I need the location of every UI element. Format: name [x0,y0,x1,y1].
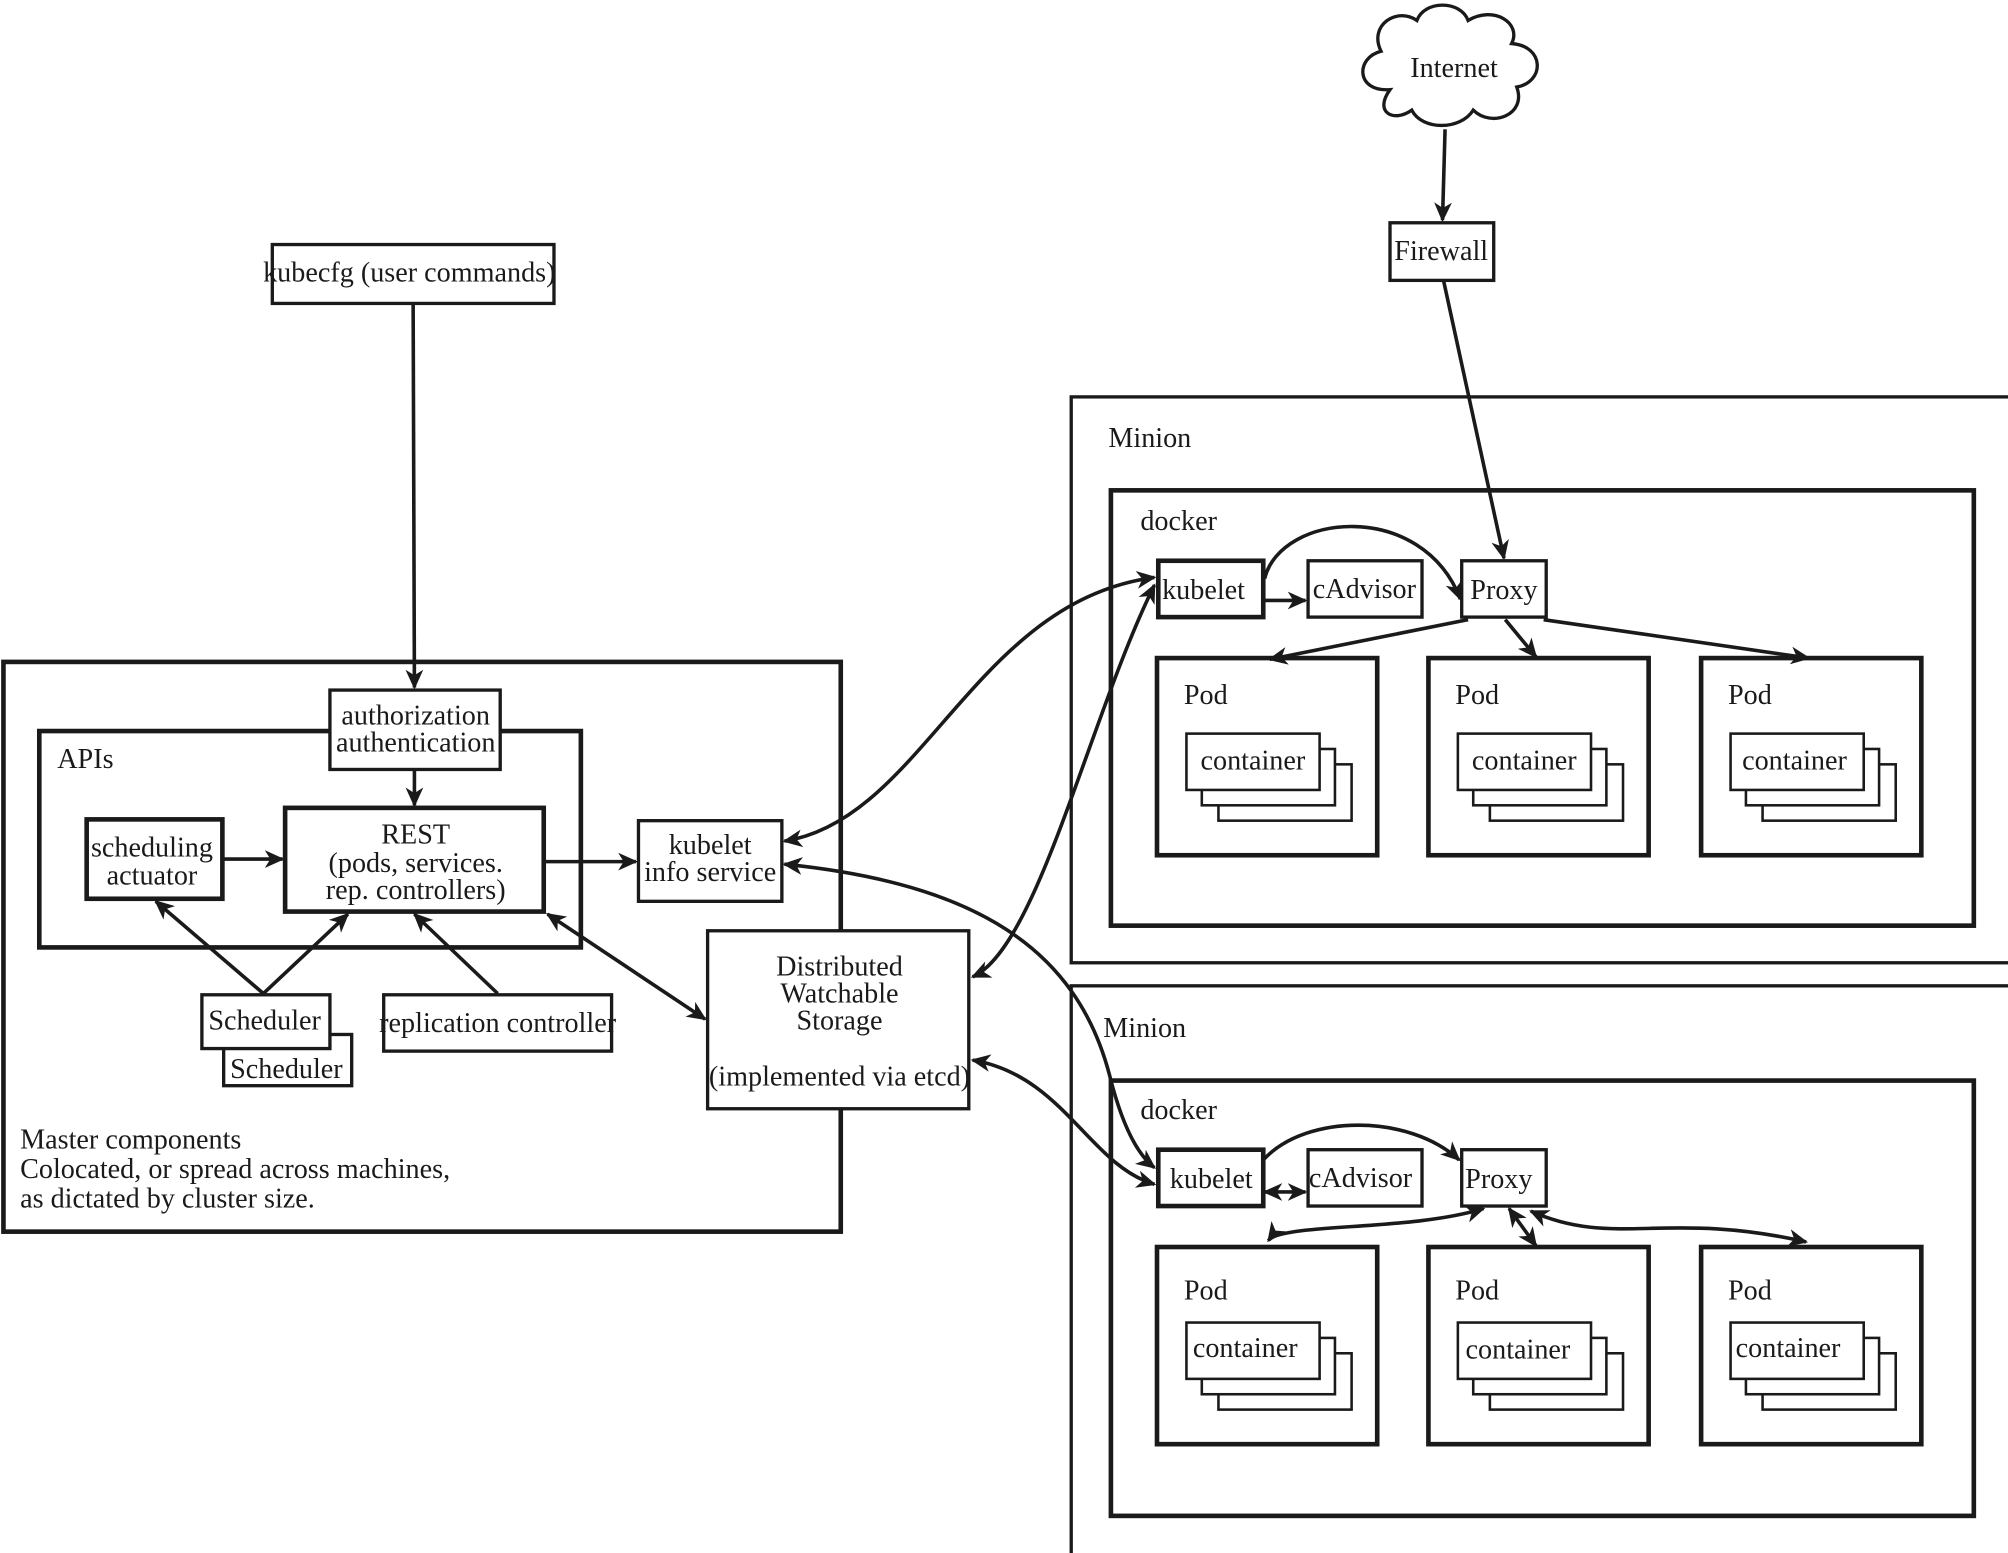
container-label: container [1736,1333,1841,1364]
master-components: APIs authorization authentication schedu… [1,659,971,1234]
minion-1-proxy: Proxy [1460,559,1548,619]
pod-label: Pod [1728,680,1772,711]
firewall-label: Firewall [1394,236,1488,267]
container-label: container [1742,745,1847,776]
kubelet-info-label-1: kubelet [669,830,752,861]
pod-label: Pod [1455,680,1499,711]
auth-label-1: authorization [341,701,490,732]
apis-label: APIs [57,744,113,775]
minion-2-pod-3: Pod container [1698,1244,1924,1447]
scheduler-front-box [200,993,332,1051]
storage-label-3: Storage [796,1005,882,1036]
distributed-storage-box: Distributed Watchable Storage (implement… [705,929,971,1111]
scheduler-front-label: Scheduler [208,1005,321,1036]
arrow-m2-kubelet-proxy [1263,1123,1461,1162]
scheduling-label-1: scheduling [91,833,213,864]
rest-box: REST (pods, services. rep. controllers) [282,805,547,914]
minion-2-label: Minion [1103,1013,1186,1044]
arrow-m2-proxy-pod1 [1266,1205,1486,1243]
auth-label-2: authentication [336,728,496,759]
minion-2: Minion docker kubelet cAdvisor Proxy Pod… [1069,984,2008,1553]
kubelet-info-service-box: kubelet info service [636,819,784,903]
minion-1-pod-1: Pod container [1154,655,1380,858]
arrow-scheduler-actuator [154,899,265,995]
minion-1-cadvisor: cAdvisor [1306,559,1424,619]
minion-2-cadvisor-label: cAdvisor [1309,1163,1413,1194]
arrow-firewall-proxy [1442,281,1509,561]
scheduling-label-2: actuator [107,861,198,892]
connectors [154,129,1811,1248]
rest-label-1: REST [381,820,450,851]
master-caption-2: Colocated, or spread across machines, [20,1154,450,1185]
arrow-replication-rest [412,912,499,995]
arrow-internet-firewall [1434,129,1452,223]
replication-controller-box: replication controller [379,993,617,1053]
minion-1-kubelet-label: kubelet [1162,575,1245,606]
minion-1-cadvisor-label: cAdvisor [1313,574,1417,605]
minion-2-pod-1: Pod container [1154,1244,1380,1447]
pod-label: Pod [1184,1276,1228,1307]
storage-label-4: (implemented via etcd) [709,1062,970,1093]
container-label: container [1201,745,1306,776]
container-label: container [1466,1334,1571,1365]
firewall: Firewall [1388,221,1496,283]
internet-cloud: Internet [1361,3,1539,128]
auth-box: authorization authentication [328,688,502,772]
arrow-m1-kubelet-proxy [1262,524,1463,602]
minion-2-kubelet: kubelet [1155,1147,1266,1209]
minion-2-docker-label: docker [1140,1095,1217,1126]
minion-1-label: Minion [1108,423,1191,454]
arrow-scheduler-rest [262,912,350,995]
minion-1-pod-2: Pod container [1426,655,1651,858]
minion-1-docker-label: docker [1140,506,1217,537]
minion-1-kubelet: kubelet [1155,558,1266,620]
kubecfg-label: kubecfg (user commands) [263,258,555,289]
arrow-kubecfg-auth [405,304,424,690]
internet-label: Internet [1410,53,1498,84]
container-label: container [1193,1333,1298,1364]
kubelet-info-label-2: info service [644,857,776,888]
minion-2-cadvisor: cAdvisor [1306,1148,1424,1208]
arrow-m1-proxy-pod2 [1503,618,1538,659]
master-caption-3: as dictated by cluster size. [20,1183,315,1214]
minion-1-pod-3: Pod container [1698,655,1924,858]
arrow-rest-storage [545,912,707,1021]
container-label: container [1472,745,1577,776]
minion-2-kubelet-label: kubelet [1170,1164,1253,1195]
rest-label-2: (pods, services. [329,848,503,879]
kubecfg-box: kubecfg (user commands) [263,242,556,306]
pod-label: Pod [1728,1276,1772,1307]
minion-1-proxy-label: Proxy [1470,575,1537,606]
scheduling-actuator-box: scheduling actuator [84,817,225,902]
arrow-m1-proxy-pod1 [1267,617,1469,665]
minion-2-pod-2: Pod container [1426,1244,1651,1447]
master-caption-1: Master components [20,1124,241,1155]
pod-label: Pod [1455,1276,1499,1307]
minion-1: Minion docker kubelet cAdvisor Proxy Pod… [1069,395,2008,965]
arrow-storage-minion2 [970,1054,1157,1188]
replication-label: replication controller [379,1008,617,1039]
minion-2-proxy: Proxy [1460,1148,1548,1208]
pod-label: Pod [1184,680,1228,711]
minion-2-proxy-label: Proxy [1465,1164,1532,1195]
scheduler-stack: Scheduler Scheduler [200,993,354,1088]
arrow-m2-proxy-pod3 [1529,1209,1809,1247]
arrow-m1-proxy-pod3 [1543,617,1811,665]
scheduler-back-label: Scheduler [230,1054,343,1085]
rest-label-3: rep. controllers) [326,875,506,906]
cloud-icon [1361,3,1539,128]
